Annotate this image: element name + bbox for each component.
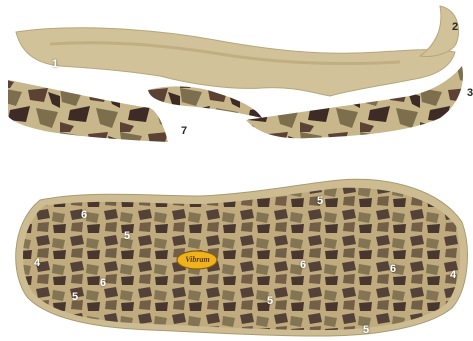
outsole-lugs [23,188,460,330]
label-lug-4a: 4 [34,258,40,269]
label-rubber-side: 7 [181,126,187,137]
label-lug-5d: 5 [267,296,273,307]
label-heel-cap: 2 [452,22,458,33]
label-lug-6c: 6 [300,260,306,271]
label-lug-5b: 5 [72,292,78,303]
label-lug-6b: 6 [100,278,106,289]
label-lug-6d: 6 [390,264,396,275]
rubber-side-strip [8,80,168,142]
label-midsole: 1 [52,59,58,70]
label-lug-5c: 5 [317,196,323,207]
toe-piece [148,86,262,118]
label-side-right: 3 [467,88,473,99]
vibram-logo-text: Vibram [178,251,217,269]
label-lug-6a: 6 [81,210,87,221]
label-lug-5e: 5 [363,325,369,336]
label-lug-5a: 5 [124,231,130,242]
label-lug-4b: 4 [450,270,456,281]
